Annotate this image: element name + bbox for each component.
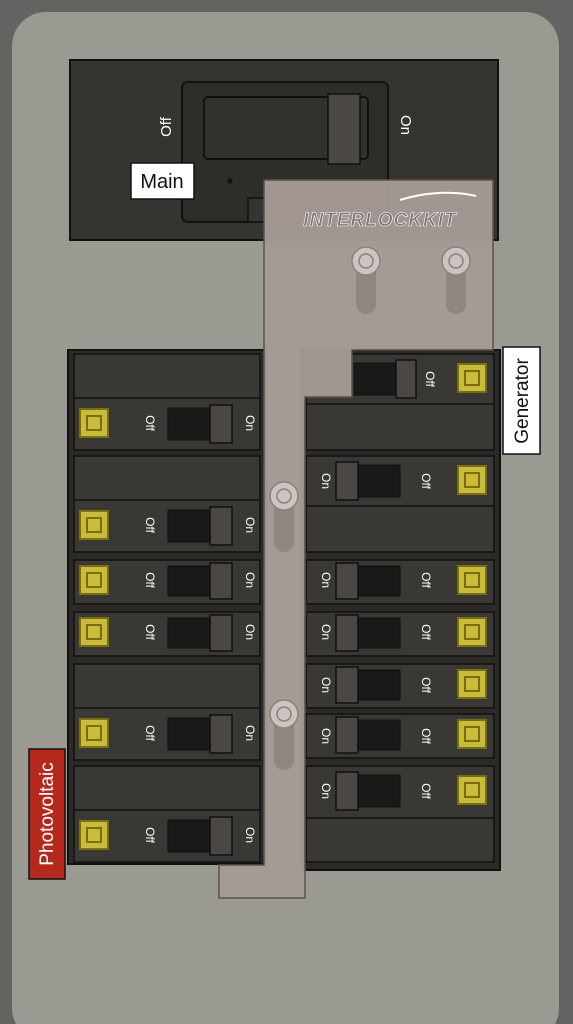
left-breaker-5-on: On: [243, 725, 257, 741]
interlock-swoosh: [399, 191, 477, 201]
terminal-screw-icon: [79, 617, 109, 647]
right-breaker-7-handle[interactable]: [335, 771, 359, 811]
terminal-screw-icon: [457, 775, 487, 805]
left-breaker-6-handle[interactable]: [209, 816, 233, 856]
right-breaker-6-on: On: [319, 728, 333, 744]
bolt-icon: [441, 246, 471, 276]
left-breaker-2-handle[interactable]: [209, 506, 233, 546]
terminal-screw-icon: [457, 465, 487, 495]
terminal-screw-icon: [79, 510, 109, 540]
right-breaker-7-off: Off: [419, 783, 433, 799]
left-breaker-6-off: Off: [143, 827, 157, 843]
interlock-plate: INTERLOCKKIT: [218, 179, 494, 899]
left-breaker-4-handle[interactable]: [209, 614, 233, 652]
right-breaker-6-off: Off: [419, 728, 433, 744]
terminal-screw-icon: [457, 617, 487, 647]
right-breaker-5-on: On: [319, 677, 333, 693]
left-breaker-2-on: On: [243, 517, 257, 533]
main-breaker-window: [203, 96, 369, 160]
interlock-brand-logo: INTERLOCKKIT: [303, 210, 457, 231]
main-breaker-handle[interactable]: [327, 93, 361, 165]
bolt-icon: [269, 699, 299, 729]
terminal-screw-icon: [457, 669, 487, 699]
left-breaker-6-on: On: [243, 827, 257, 843]
left-breaker-3-on: On: [243, 572, 257, 588]
bolt-icon: [269, 481, 299, 511]
left-breaker-3-off: Off: [143, 572, 157, 588]
bolt-icon: [351, 246, 381, 276]
photovoltaic-label: Photovoltaic: [37, 762, 58, 866]
terminal-screw-icon: [79, 408, 109, 438]
main-breaker-screw: [227, 178, 233, 184]
right-breaker-2-on: On: [319, 473, 333, 489]
right-breaker-7-on: On: [319, 783, 333, 799]
right-breaker-1-off: Off: [423, 371, 437, 387]
left-breaker-4-off: Off: [143, 624, 157, 640]
main-label-box: [130, 162, 195, 200]
terminal-screw-icon: [79, 718, 109, 748]
left-breaker-2-off: Off: [143, 517, 157, 533]
terminal-screw-icon: [457, 719, 487, 749]
right-breaker-2-handle[interactable]: [335, 461, 359, 501]
generator-label: Generator: [512, 358, 533, 444]
terminal-screw-icon: [79, 820, 109, 850]
right-breaker-3-off: Off: [419, 572, 433, 588]
right-breaker-3-on: On: [319, 572, 333, 588]
left-breaker-4-on: On: [243, 624, 257, 640]
main-label: Main: [140, 171, 183, 193]
right-breaker-3-handle[interactable]: [335, 562, 359, 600]
right-breaker-4-handle[interactable]: [335, 614, 359, 652]
right-breaker-6-handle[interactable]: [335, 716, 359, 754]
right-breaker-5-off: Off: [419, 677, 433, 693]
terminal-screw-icon: [457, 363, 487, 393]
left-breakers: Off On Off On Off On Off On Off: [73, 353, 261, 863]
left-breaker-3-handle[interactable]: [209, 562, 233, 600]
right-breaker-5-handle[interactable]: [335, 666, 359, 704]
right-breakers: Off On Off On Off On Off On Off: [305, 353, 495, 863]
left-breaker-1-on: On: [243, 415, 257, 431]
left-breaker-5-off: Off: [143, 725, 157, 741]
right-breaker-2-off: Off: [419, 473, 433, 489]
right-breaker-4-on: On: [319, 624, 333, 640]
left-breaker-1-handle[interactable]: [209, 404, 233, 444]
left-breaker-5-handle[interactable]: [209, 714, 233, 754]
left-breaker-1-off: Off: [143, 415, 157, 431]
terminal-screw-icon: [79, 565, 109, 595]
main-off-label: Off: [158, 116, 175, 137]
generator-label-box: [502, 346, 541, 455]
photovoltaic-label-box: [28, 748, 66, 880]
main-on-label: On: [397, 115, 414, 135]
right-breaker-1-handle[interactable]: [395, 359, 417, 399]
terminal-screw-icon: [457, 565, 487, 595]
right-breaker-4-off: Off: [419, 624, 433, 640]
